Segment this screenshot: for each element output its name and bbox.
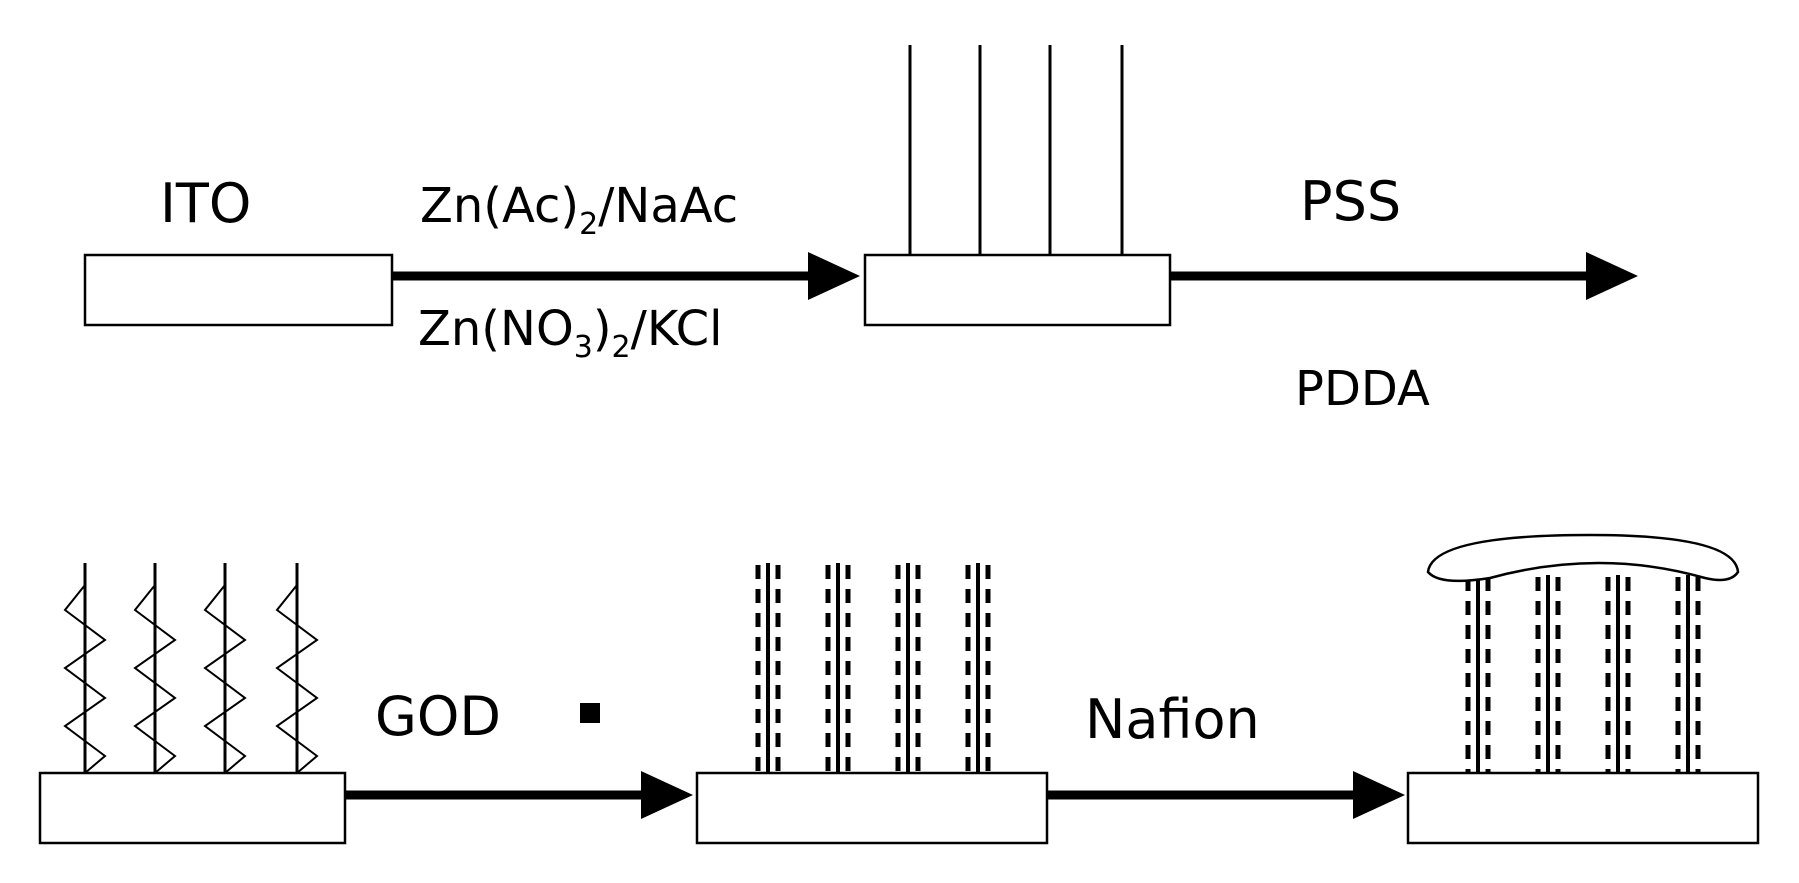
ito-label: ITO bbox=[160, 172, 251, 235]
nafion-film bbox=[1426, 533, 1740, 583]
nafion-label: Nafion bbox=[1085, 688, 1260, 751]
god-substrate bbox=[695, 771, 1049, 845]
ito-substrate bbox=[83, 253, 394, 327]
god-symbol-icon bbox=[580, 703, 600, 723]
step1-top-label: Zn(Ac)2/NaAc bbox=[420, 178, 738, 242]
polyelectrolyte-wrapped-rods bbox=[63, 563, 319, 774]
god-label: GOD bbox=[375, 685, 501, 748]
step1-bottom-label: Zn(NO3)2/KCl bbox=[418, 301, 723, 365]
nanorod-substrate bbox=[863, 253, 1172, 327]
wrapped-substrate bbox=[38, 771, 347, 845]
arrow-step3 bbox=[345, 771, 693, 819]
god-loaded-rods bbox=[755, 563, 991, 773]
nafion-coated-rods bbox=[1465, 575, 1701, 773]
arrow-step2 bbox=[1170, 252, 1638, 300]
nafion-substrate bbox=[1406, 771, 1760, 845]
zno-nanorods bbox=[908, 45, 1124, 255]
arrow-step4 bbox=[1047, 771, 1405, 819]
step2-top-label: PSS bbox=[1300, 170, 1401, 233]
step2-bottom-label: PDDA bbox=[1295, 361, 1430, 417]
arrow-step1 bbox=[392, 252, 860, 300]
